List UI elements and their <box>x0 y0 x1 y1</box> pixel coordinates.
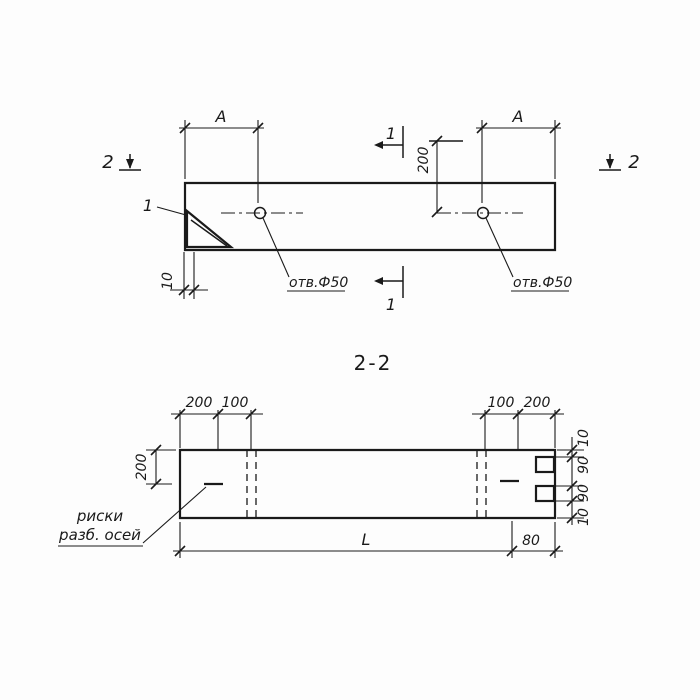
dim-left-200 <box>146 444 176 490</box>
dim-80-label: 80 <box>522 533 540 549</box>
section-mark-2-left-label: 2 <box>102 152 113 173</box>
section-mark-1-top-label: 1 <box>386 124 396 143</box>
dim-top-right <box>472 408 564 449</box>
axis-note-line1: риски <box>76 507 124 525</box>
section-mark-1-bottom-label: 1 <box>386 295 396 314</box>
hole-left-label: отв.Ф50 <box>289 275 348 291</box>
dim-top-left-100-label: 100 <box>222 395 249 411</box>
dim-top-right-100-label: 100 <box>488 395 515 411</box>
section-mark-1-bottom <box>374 266 404 298</box>
dim-right-chain <box>556 437 584 525</box>
section-mark-2-left <box>119 154 141 171</box>
dim-a-right-label: A <box>512 107 524 126</box>
dim-right-90-lower-label: 90 <box>576 484 592 502</box>
corner-detail-triangle <box>156 206 235 249</box>
hole-right <box>437 206 569 292</box>
beam-outline <box>183 181 557 252</box>
dim-right-10-bottom-label: 10 <box>576 508 592 526</box>
dim-10-label: 10 <box>160 272 176 290</box>
plan-view: 1 A A 2 <box>102 107 639 314</box>
groove-lower <box>534 484 556 503</box>
dim-a-right <box>476 120 561 203</box>
dim-bottom <box>173 521 563 558</box>
section-title: 2-2 <box>354 351 393 375</box>
dim-top-right-200-label: 200 <box>524 395 551 411</box>
hole-left <box>221 206 345 292</box>
section-beam-outline <box>178 448 557 520</box>
dim-200-vertical-label: 200 <box>416 147 432 174</box>
dim-200-vertical <box>429 135 463 218</box>
section-mark-2-right <box>599 154 621 171</box>
section-view: 200 100 100 200 200 <box>58 395 592 558</box>
dim-right-10-top-label: 10 <box>576 429 592 447</box>
dim-top-left-200-label: 200 <box>186 395 213 411</box>
dim-a-left <box>179 120 264 203</box>
detail-callout-label: 1 <box>143 196 153 215</box>
dim-length-label: L <box>362 530 371 549</box>
dim-left-200-label: 200 <box>134 454 150 481</box>
hole-right-label: отв.Ф50 <box>513 275 572 291</box>
hidden-lines <box>246 450 487 518</box>
dim-10 <box>170 252 208 299</box>
axis-note-line2: разб. осей <box>58 526 141 544</box>
groove-upper <box>534 455 556 474</box>
section-mark-1-top <box>374 126 404 158</box>
dim-a-left-label: A <box>215 107 227 126</box>
section-mark-2-right-label: 2 <box>628 152 639 173</box>
axis-note <box>58 486 207 547</box>
dim-right-90-upper-label: 90 <box>576 456 592 474</box>
dim-top-left <box>171 408 263 449</box>
